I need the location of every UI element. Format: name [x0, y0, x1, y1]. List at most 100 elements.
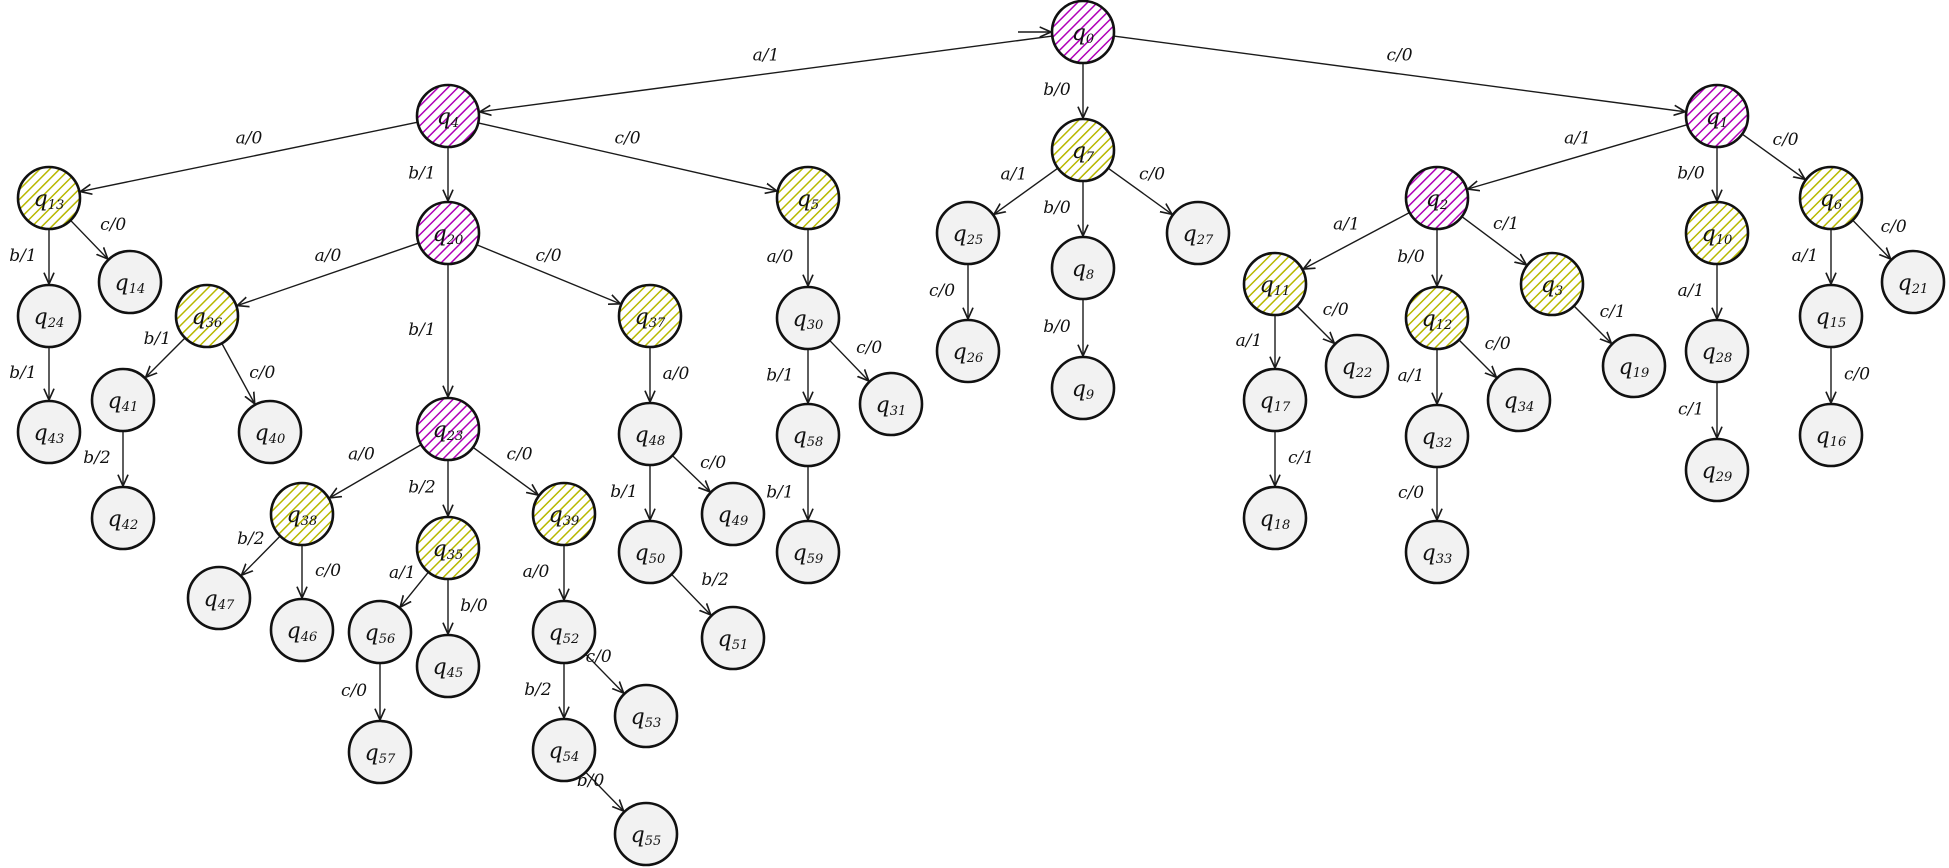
transition-q52-q53	[585, 653, 624, 693]
state-label-q42: q42	[108, 507, 139, 533]
state-circle-q56	[347, 599, 413, 665]
transition-label-q30-q58: b/1	[766, 366, 793, 386]
state-q37: q37	[617, 283, 683, 349]
state-circle-q15	[1798, 283, 1864, 349]
transition-label-q6-q21: c/0	[1881, 217, 1907, 237]
state-label-q8: q8	[1072, 257, 1094, 283]
state-q11: q11	[1242, 251, 1308, 317]
transition-label-q0-q7: b/0	[1043, 80, 1071, 100]
state-circle-q4	[415, 83, 481, 149]
state-q19: q19	[1601, 333, 1667, 399]
state-circle-q12	[1404, 285, 1470, 351]
transition-label-q11-q17: a/1	[1236, 331, 1263, 351]
state-label-q49: q49	[718, 503, 749, 529]
state-label-q13: q13	[34, 187, 65, 213]
transition-q30-q31	[829, 339, 869, 381]
transition-q35-q56	[400, 571, 430, 607]
state-label-q25: q25	[953, 222, 984, 248]
transition-label-q23-q38: a/0	[348, 445, 375, 465]
state-circle-q59	[775, 519, 841, 585]
state-circle-q29	[1684, 437, 1750, 503]
state-q24: q24	[16, 283, 82, 349]
state-circle-q32	[1404, 403, 1470, 469]
transition-q38-q47	[241, 535, 281, 575]
state-circle-q52	[531, 599, 597, 665]
state-circle-q42	[90, 485, 156, 551]
transition-q0-q4	[480, 35, 1053, 112]
state-label-q48: q48	[635, 423, 666, 449]
state-label-q36: q36	[192, 305, 223, 331]
transition-label-q48-q50: b/1	[610, 482, 637, 502]
state-circle-q34	[1486, 367, 1552, 433]
state-q8: q8	[1050, 235, 1116, 301]
state-label-q39: q39	[549, 503, 580, 529]
transition-label-q36-q41: b/1	[144, 329, 171, 349]
state-circle-q30	[775, 285, 841, 351]
state-q57: q57	[347, 719, 413, 785]
state-label-q6: q6	[1820, 187, 1842, 213]
transition-q23-q39	[472, 446, 538, 495]
state-label-q34: q34	[1504, 389, 1535, 415]
transition-label-q10-q28: a/1	[1678, 281, 1705, 301]
state-q42: q42	[90, 485, 156, 551]
transition-label-q7-q8: b/0	[1043, 198, 1071, 218]
state-label-q56: q56	[365, 621, 396, 647]
state-q46: q46	[269, 597, 335, 663]
transition-q3-q19	[1573, 305, 1611, 343]
states-layer: q0q4q7q1q13q20q5q14q24q43q36q41q40q42q23…	[16, 0, 1946, 867]
transition-label-q25-q26: c/0	[929, 281, 955, 301]
state-label-q2: q2	[1426, 187, 1448, 213]
state-circle-q10	[1684, 200, 1750, 266]
state-q7: q7	[1050, 117, 1116, 183]
transition-label-q13-q24: b/1	[9, 246, 36, 266]
state-circle-q31	[858, 371, 924, 437]
transition-q48-q49	[671, 455, 710, 492]
state-q9: q9	[1050, 355, 1116, 421]
transition-q23-q38	[330, 443, 422, 498]
transition-q54-q55	[585, 771, 624, 811]
state-label-q52: q52	[549, 621, 580, 647]
state-q27: q27	[1165, 200, 1231, 266]
transition-label-q32-q33: c/0	[1398, 483, 1424, 503]
state-q12: q12	[1404, 285, 1470, 351]
transition-labels-layer: a/1 b/0 c/0 a/0 b/1 c/0 b/1 c/0 b/1 a/0 b/1 c/0 b/1 c…	[9, 45, 1907, 791]
state-label-q55: q55	[631, 823, 662, 849]
state-circle-q48	[617, 401, 683, 467]
state-circle-q21	[1880, 249, 1946, 315]
state-label-q59: q59	[793, 541, 824, 567]
state-q32: q32	[1404, 403, 1470, 469]
transition-q7-q27	[1107, 167, 1172, 214]
transition-label-q50-q51: b/2	[701, 570, 728, 590]
transition-label-q0-q4: a/1	[753, 45, 780, 65]
state-circle-q58	[775, 402, 841, 468]
state-q2: q2	[1404, 165, 1470, 231]
state-label-q43: q43	[34, 421, 65, 447]
transition-label-q17-q18: c/1	[1288, 448, 1314, 468]
state-label-q3: q3	[1541, 273, 1563, 299]
state-q22: q22	[1324, 333, 1390, 399]
transition-label-q30-q31: c/0	[856, 338, 882, 358]
state-label-q58: q58	[793, 424, 824, 450]
state-label-q31: q31	[876, 393, 907, 419]
state-circle-q17	[1242, 367, 1308, 433]
state-circle-q11	[1242, 251, 1308, 317]
state-label-q37: q37	[635, 305, 666, 331]
transition-label-q20-q23: b/1	[408, 320, 435, 340]
state-label-q26: q26	[953, 340, 984, 366]
state-q20: q20	[415, 200, 481, 266]
state-label-q21: q21	[1898, 271, 1929, 297]
state-q21: q21	[1880, 249, 1946, 315]
transition-label-q24-q43: b/1	[9, 363, 36, 383]
state-q31: q31	[858, 371, 924, 437]
transition-q4-q13	[80, 121, 418, 191]
state-q5: q5	[775, 165, 841, 231]
state-circle-q49	[700, 481, 766, 547]
transition-label-q1-q10: b/0	[1677, 164, 1705, 184]
transition-label-q12-q34: c/0	[1485, 334, 1511, 354]
state-label-q32: q32	[1422, 425, 1453, 451]
transition-label-q37-q48: a/0	[663, 364, 690, 384]
state-q33: q33	[1404, 519, 1470, 585]
state-circle-q19	[1601, 333, 1667, 399]
state-label-q17: q17	[1260, 389, 1291, 415]
